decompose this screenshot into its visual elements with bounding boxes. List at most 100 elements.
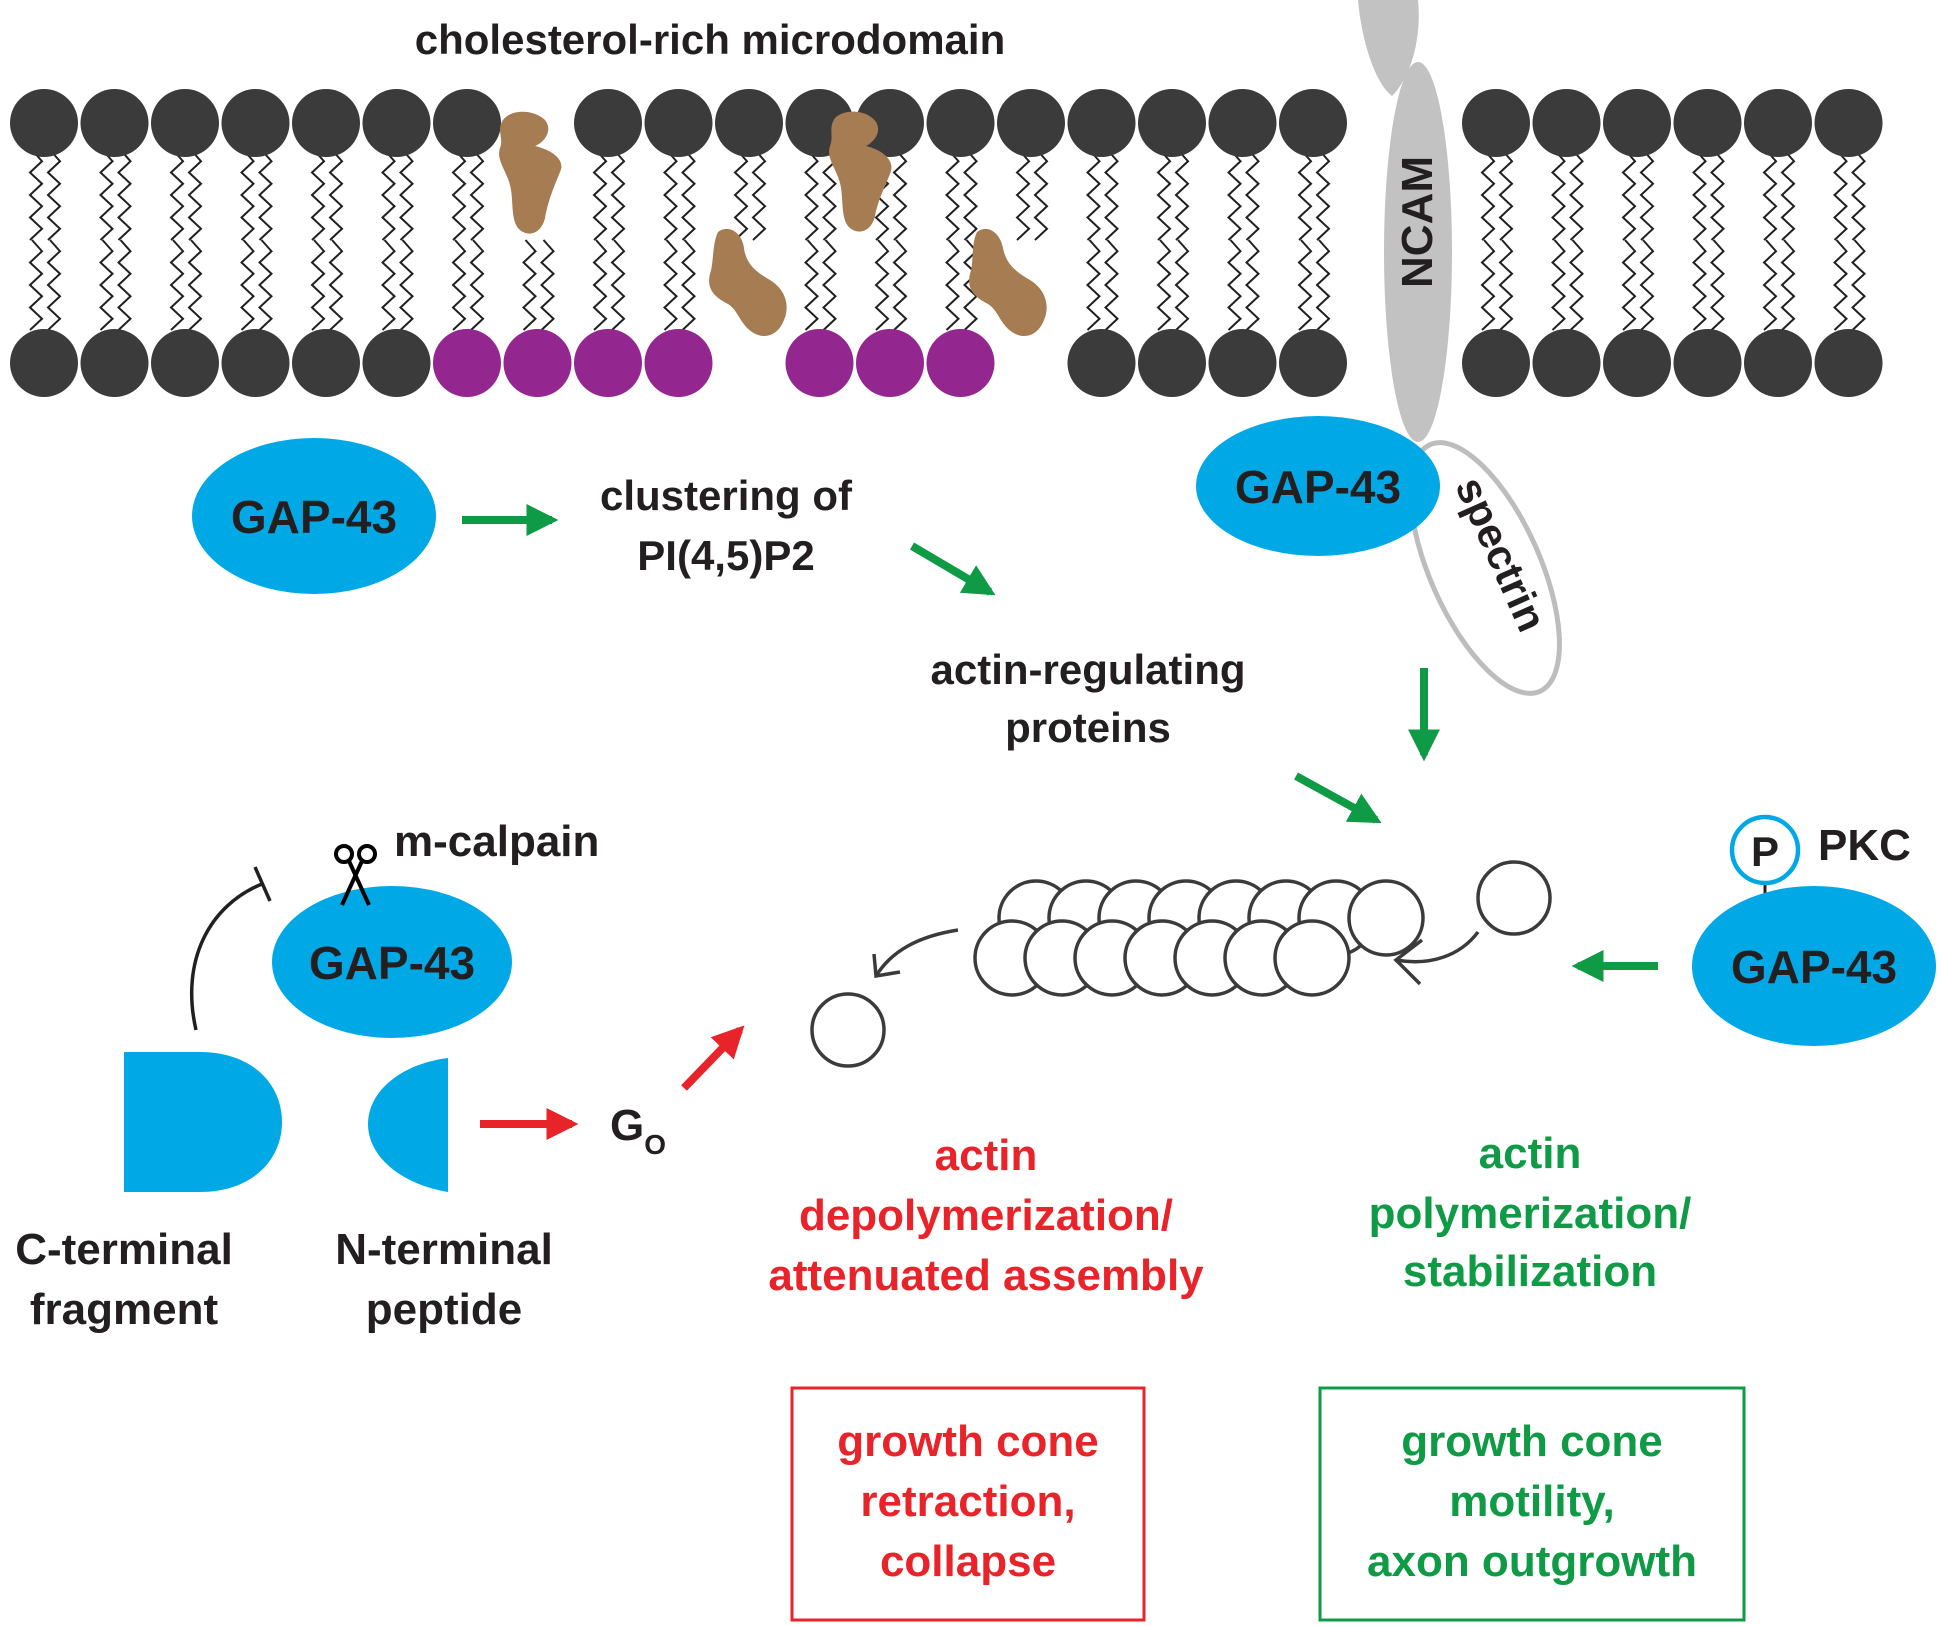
lipid-tail xyxy=(522,239,537,331)
lipid-tail xyxy=(892,149,908,241)
lipid-head xyxy=(10,89,78,157)
motility-box-line3: axon outgrowth xyxy=(1367,1537,1697,1586)
lipid-tail xyxy=(1551,149,1566,241)
calpain-cleavage: GAP-43 m-calpain C-terminal fragment N-t… xyxy=(15,817,745,1334)
lipid-tail xyxy=(1692,239,1707,331)
depolymerization-label-line3: attenuated assembly xyxy=(768,1251,1204,1300)
pip2-head xyxy=(574,329,642,397)
lipid-head xyxy=(80,329,149,397)
lipid-head xyxy=(221,329,290,397)
lipid-tail xyxy=(1498,239,1514,331)
lipid-tail xyxy=(169,149,185,241)
lipid-tail xyxy=(187,239,203,331)
cholesterol-molecules xyxy=(499,111,1047,336)
lipid-head xyxy=(433,89,501,157)
gap43-ellipse xyxy=(272,886,512,1038)
lipid-tail xyxy=(310,239,326,331)
lipid-tail xyxy=(874,239,890,331)
lipid-tails-lower xyxy=(28,239,1866,331)
actin-filament xyxy=(973,879,1425,997)
lipid-tail xyxy=(328,239,344,331)
lipid-head xyxy=(362,89,431,157)
lipid-head xyxy=(1673,89,1742,157)
lipid-tail xyxy=(310,149,326,241)
lipid-tail xyxy=(592,149,608,241)
scissors-icon xyxy=(334,844,377,906)
lipid-tail xyxy=(1569,149,1584,241)
arrow-go-to-depolymerization xyxy=(681,1025,745,1091)
lipid-tail xyxy=(1851,149,1866,241)
c-terminal-label-line1: C-terminal xyxy=(15,1225,233,1274)
retraction-box-frame xyxy=(790,1386,1146,1622)
lipid-tail xyxy=(1227,239,1242,331)
lipid-tail xyxy=(381,239,396,331)
lipid-tail xyxy=(1833,149,1848,241)
depolymerization-label-line1: actin xyxy=(935,1131,1038,1180)
lipid-head xyxy=(926,89,995,157)
lipid-tail xyxy=(328,149,344,241)
actin-regulating-label-line1: actin-regulating xyxy=(930,646,1245,693)
lipid-head xyxy=(1814,89,1883,157)
lipid-head xyxy=(1673,329,1742,397)
lipid-head xyxy=(574,89,642,157)
lipid-tail xyxy=(399,239,414,331)
n-terminal-label-line1: N-terminal xyxy=(335,1225,553,1274)
lipid-tail xyxy=(1851,239,1866,331)
lipid-tail xyxy=(892,239,908,331)
lipid-head xyxy=(715,89,783,157)
gap43-label: GAP-43 xyxy=(1731,941,1897,993)
gap43-top-left: GAP-43 xyxy=(192,438,436,594)
lipid-head xyxy=(1744,329,1812,397)
lipid-tail xyxy=(963,149,978,241)
lipid-tail xyxy=(1156,149,1172,241)
lipid-head xyxy=(1138,89,1206,157)
lipid-head xyxy=(1208,329,1277,397)
lipid-tail xyxy=(610,149,626,241)
lipid-tail xyxy=(1480,239,1496,331)
lipid-tail xyxy=(399,149,414,241)
lipid-tail xyxy=(663,149,678,241)
motility-box-frame xyxy=(1318,1386,1746,1622)
lipid-head xyxy=(1462,89,1530,157)
lipid-tail xyxy=(117,149,132,241)
actin-monomer-released xyxy=(810,992,886,1068)
gap43-label: GAP-43 xyxy=(1235,461,1401,513)
lipid-head xyxy=(292,329,360,397)
lipid-tail xyxy=(1015,149,1031,241)
cholesterol-molecule xyxy=(709,228,787,336)
lipid-tail xyxy=(610,239,626,331)
motility-box-line2: motility, xyxy=(1449,1477,1614,1526)
cholesterol-molecule xyxy=(969,228,1047,336)
lipid-heads-upper xyxy=(10,89,1883,157)
lipid-head xyxy=(1208,89,1277,157)
pip2-head xyxy=(856,329,924,397)
lipid-tail xyxy=(117,239,132,331)
n-terminal-label-line2: peptide xyxy=(366,1285,522,1334)
lipid-tail xyxy=(592,239,608,331)
gap43-ellipse xyxy=(192,438,436,594)
lipid-head xyxy=(1279,89,1347,157)
lipid-tail xyxy=(945,239,960,331)
motility-box: growth cone motility, axon outgrowth xyxy=(1318,1386,1746,1622)
lipid-head xyxy=(151,329,219,397)
polymerization-label-line3: stabilization xyxy=(1403,1247,1657,1296)
gap43-label: GAP-43 xyxy=(309,937,475,989)
lipid-head xyxy=(221,89,290,157)
lipid-tail xyxy=(1569,239,1584,331)
lipid-head xyxy=(1603,89,1671,157)
retraction-box-line1: growth cone xyxy=(837,1417,1099,1466)
lipid-tail xyxy=(1692,149,1707,241)
gap43-pkc-complex: P PKC GAP-43 xyxy=(1692,814,1936,1046)
inhibition-curve xyxy=(190,882,263,1031)
retraction-box-line2: retraction, xyxy=(860,1477,1075,1526)
lipid-tail xyxy=(1780,239,1796,331)
lipid-tail xyxy=(99,239,114,331)
pip2-head xyxy=(433,329,501,397)
lipid-tail xyxy=(1086,149,1101,241)
ncam-body xyxy=(1384,62,1452,442)
lipid-tail xyxy=(1297,149,1313,241)
gap43-ncam-complex: GAP-43 xyxy=(1196,416,1440,556)
lipid-tail xyxy=(469,239,485,331)
lipid-tail xyxy=(1551,239,1566,331)
